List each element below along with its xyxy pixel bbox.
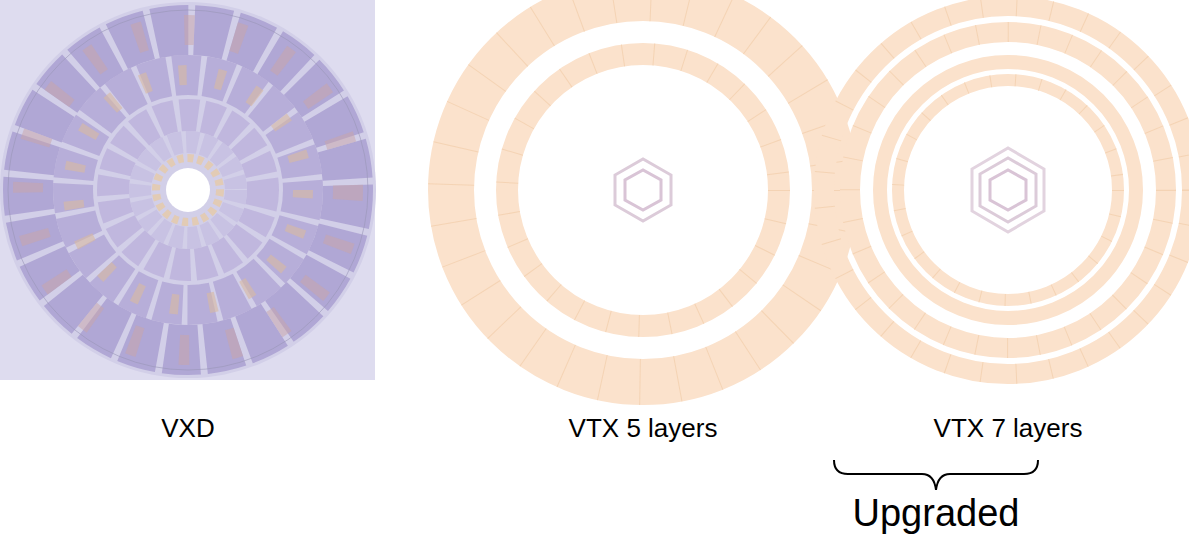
detector-label: VTX 5 layers (569, 414, 718, 444)
vtx7-illustration (824, 6, 1189, 374)
detector-label: VXD (161, 414, 214, 444)
vtx5-illustration (451, 0, 835, 382)
group-label: Upgraded (853, 492, 1020, 536)
bracket (834, 460, 1038, 490)
vxd-illustration (0, 0, 376, 380)
detector-label: VTX 7 layers (934, 414, 1083, 444)
